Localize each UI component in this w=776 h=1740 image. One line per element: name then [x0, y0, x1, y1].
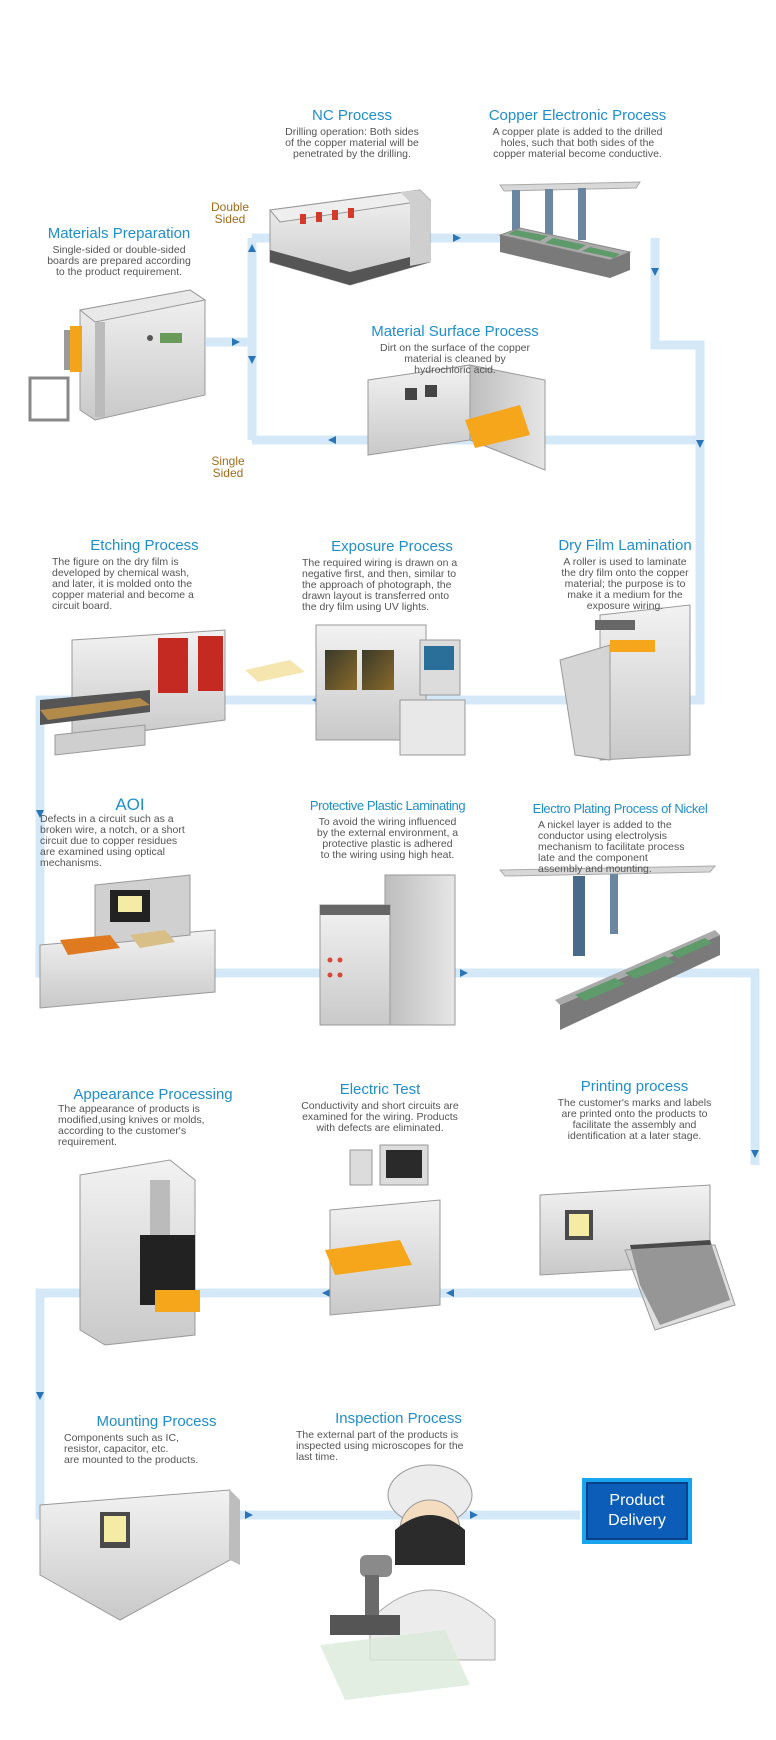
step-line: identification at a later stage.	[568, 1130, 702, 1142]
step-line: with defects are eliminated.	[316, 1122, 443, 1134]
double-sided-label: Double Sided	[200, 201, 260, 225]
step-exposure-process: Exposure Process The required wiring is …	[292, 538, 492, 613]
copper-electronic-tanks	[500, 182, 640, 278]
step-title: Mounting Process	[64, 1413, 249, 1431]
step-title: Material Surface Process	[355, 323, 555, 341]
step-line: exposure wiring.	[587, 600, 663, 612]
step-title: Copper Electronic Process	[465, 107, 690, 125]
step-description: The external part of the products is ins…	[296, 1430, 501, 1463]
step-line: requirement.	[58, 1136, 117, 1148]
step-line: the dry film using UV lights.	[302, 601, 429, 613]
single-sided-label-line: Sided	[202, 467, 254, 479]
step-description: A nickel layer is added to the conductor…	[520, 820, 720, 875]
step-copper-electronic-process: Copper Electronic Process A copper plate…	[465, 107, 690, 160]
dry-film-lamination-machine	[560, 605, 690, 760]
step-nc-process: NC Process Drilling operation: Both side…	[262, 107, 442, 160]
step-description: Single-sided or double-sided boards are …	[24, 245, 214, 278]
step-line: circuit board.	[52, 600, 112, 612]
appearance-processing-machine	[80, 1160, 200, 1345]
step-description: The appearance of products is modified,u…	[58, 1104, 248, 1148]
step-line: to the product requirement.	[56, 266, 182, 278]
step-title: Printing process	[537, 1078, 732, 1096]
step-title: Electric Test	[285, 1081, 475, 1099]
step-description: Dirt on the surface of the copper materi…	[355, 343, 555, 376]
step-title: NC Process	[262, 107, 442, 125]
double-sided-label-line: Sided	[200, 213, 260, 225]
inspection-person	[320, 1465, 495, 1700]
step-description: A copper plate is added to the drilled h…	[465, 127, 690, 160]
step-line: mechanisms.	[40, 857, 102, 869]
step-title: Appearance Processing	[58, 1086, 248, 1104]
step-line: hydrochloric acid.	[414, 364, 496, 376]
step-title: Materials Preparation	[24, 225, 214, 243]
step-title: Etching Process	[52, 537, 237, 555]
step-description: To avoid the wiring influenced by the ex…	[295, 817, 480, 861]
step-description: Components such as IC, resistor, capacit…	[64, 1433, 249, 1466]
delivery-line: Product	[608, 1491, 666, 1511]
step-mounting-process: Mounting Process Components such as IC, …	[64, 1413, 249, 1466]
nc-process-machine	[270, 190, 430, 285]
step-etching-process: Etching Process The figure on the dry fi…	[52, 537, 237, 612]
delivery-line: Delivery	[608, 1511, 666, 1531]
step-line: to the wiring using high heat.	[321, 849, 455, 861]
materials-preparation-machine	[30, 290, 205, 420]
aoi-machine	[40, 875, 215, 1008]
step-material-surface-process: Material Surface Process Dirt on the sur…	[355, 323, 555, 376]
step-inspection-process: Inspection Process The external part of …	[296, 1410, 501, 1463]
step-description: Drilling operation: Both sides of the co…	[262, 127, 442, 160]
step-line: copper material become conductive.	[493, 148, 662, 160]
step-title: Dry Film Lamination	[540, 537, 710, 555]
step-line: are mounted to the products.	[64, 1454, 198, 1466]
step-dry-film-lamination: Dry Film Lamination A roller is used to …	[540, 537, 710, 612]
electric-test-machine	[325, 1145, 440, 1315]
step-electric-test: Electric Test Conductivity and short cir…	[285, 1081, 475, 1134]
material-surface-machine	[368, 365, 545, 470]
step-line: last time.	[296, 1451, 338, 1463]
step-title: AOI	[40, 796, 220, 814]
step-title: Exposure Process	[292, 538, 492, 556]
step-title: Protective Plastic Laminating	[295, 797, 480, 815]
mounting-machine	[40, 1490, 240, 1620]
step-title: Electro Plating Process of Nickel	[520, 800, 720, 818]
step-materials-preparation: Materials Preparation Single-sided or do…	[24, 225, 214, 278]
step-description: The required wiring is drawn on a negati…	[292, 558, 492, 613]
step-aoi: AOI Defects in a circuit such as a broke…	[40, 796, 220, 869]
nickel-plating-tanks	[500, 866, 720, 1030]
etching-machine	[40, 630, 225, 755]
protective-laminating-machine	[320, 875, 455, 1025]
product-delivery-label: Product Delivery	[608, 1491, 666, 1531]
step-description: Conductivity and short circuits are exam…	[285, 1101, 475, 1134]
step-title: Inspection Process	[296, 1410, 501, 1428]
product-delivery-button[interactable]: Product Delivery	[582, 1478, 692, 1544]
exposure-machine	[245, 625, 465, 755]
step-protective-plastic-laminating: Protective Plastic Laminating To avoid t…	[295, 797, 480, 861]
step-description: Defects in a circuit such as a broken wi…	[40, 814, 220, 869]
step-line: penetrated by the drilling.	[293, 148, 411, 160]
step-printing-process: Printing process The customer's marks an…	[537, 1078, 732, 1142]
step-description: The figure on the dry film is developed …	[52, 557, 237, 612]
step-line: assembly and mounting.	[538, 863, 652, 875]
step-electro-plating-nickel: Electro Plating Process of Nickel A nick…	[520, 800, 720, 875]
single-sided-label: Single Sided	[202, 455, 254, 479]
step-appearance-processing: Appearance Processing The appearance of …	[58, 1086, 248, 1148]
step-description: A roller is used to laminate the dry fil…	[540, 557, 710, 612]
step-description: The customer's marks and labels are prin…	[537, 1098, 732, 1142]
printing-machine	[540, 1185, 735, 1330]
